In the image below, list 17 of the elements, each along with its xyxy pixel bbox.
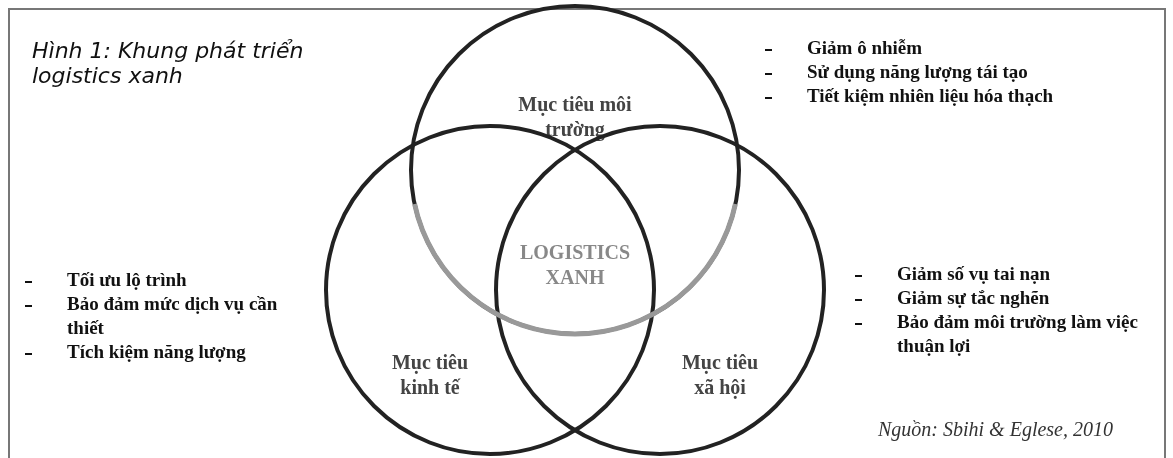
venn-circle [492, 122, 828, 458]
bullet-item: Giảm số vụ tai nạn [897, 263, 1051, 284]
bullet-item: Bảo đảm mức dịch vụ cần thiết [67, 293, 278, 338]
figure-title: Hình 1: Khung phát triển logistics xanh [32, 38, 305, 88]
circle-label: Mục tiêu xã hội [680, 350, 760, 400]
bullet-item: Giảm ô nhiễm [807, 37, 923, 58]
source-caption: Nguồn: Sbihi & Eglese, 2010 [878, 418, 1113, 441]
bullet-item: Tối ưu lộ trình [67, 269, 187, 290]
bullet-item: Tiết kiệm nhiên liệu hóa thạch [807, 85, 1054, 106]
node-label: LOGISTICS XANH [519, 241, 631, 288]
circle-label: Mục tiêu kinh tế [390, 350, 470, 400]
bullet-item: Bảo đảm môi trường làm việc thuận lợi [897, 311, 1138, 356]
bullet-item: Giảm sự tắc nghẽn [897, 287, 1050, 308]
bullet-item: Sử dụng năng lượng tái tạo [807, 61, 1028, 82]
bullet-item: Tích kiệm năng lượng [67, 341, 246, 362]
circle-label: Mục tiêu môi trường [517, 92, 633, 142]
venn-circle [322, 122, 658, 458]
